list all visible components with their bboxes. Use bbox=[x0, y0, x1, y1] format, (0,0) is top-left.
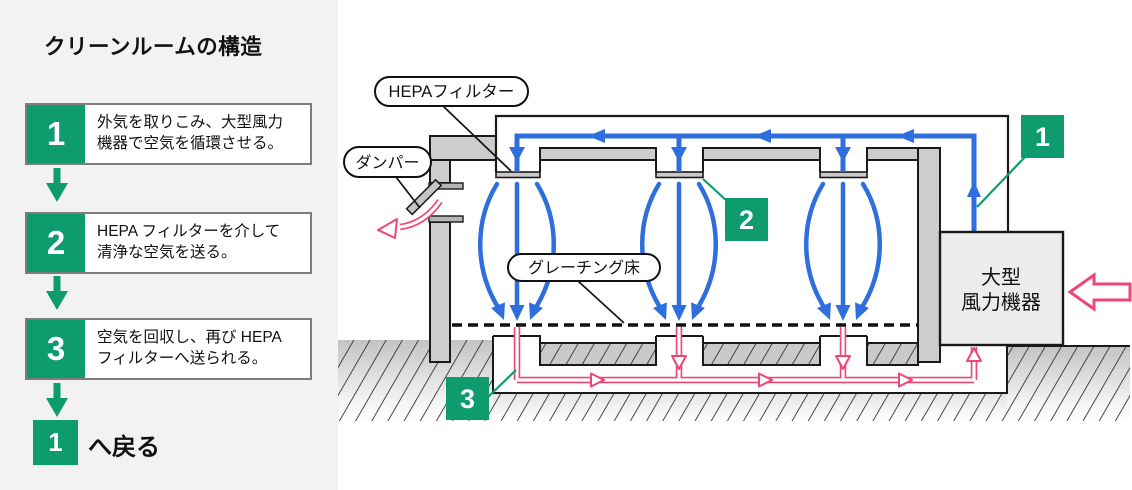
grating-floor-callout bbox=[507, 253, 661, 282]
return-step-label: へ戻る bbox=[88, 434, 160, 461]
supply-airflow bbox=[478, 129, 981, 321]
sidebar: クリーンルームの構造 1 外気を取りこみ、大型風力 機器で空気を循環させる。 2… bbox=[0, 0, 338, 490]
badge-3-label: 3 bbox=[460, 384, 475, 414]
machine-box: 大型 風力機器 bbox=[938, 230, 1065, 347]
room-structure bbox=[429, 135, 941, 363]
step-2: 2 HEPA フィルターを介して 清浄な空気を送る。 bbox=[25, 212, 312, 274]
blue-arrow-left-icon bbox=[897, 129, 914, 143]
badge-2-label: 2 bbox=[739, 205, 754, 235]
step-1-line2: 機器で空気を循環させる。 bbox=[97, 135, 284, 152]
pink-arrow-up-icon bbox=[966, 347, 982, 362]
pink-arrow-down-icon bbox=[835, 355, 851, 370]
page-title: クリーンルームの構造 bbox=[44, 35, 263, 59]
callouts: HEPAフィルター ダンパー グレーチング床 bbox=[343, 76, 661, 282]
step-2-number: 2 bbox=[27, 214, 85, 272]
flow-down-arrow-icon bbox=[46, 168, 68, 202]
badge-2 bbox=[725, 198, 768, 241]
return-step-number: 1 bbox=[33, 420, 78, 465]
machine-label-line1: 大型 bbox=[981, 266, 1021, 289]
badge-1 bbox=[1021, 115, 1064, 158]
blue-arrow-left-icon bbox=[754, 129, 771, 143]
stream-arrowheads bbox=[491, 302, 869, 321]
hepa-filters bbox=[495, 171, 868, 179]
callout-leaders bbox=[395, 105, 625, 324]
damper-opening-caps bbox=[428, 182, 464, 223]
step-3-line2: フィルターへ送られる。 bbox=[97, 350, 268, 367]
badge-leaders bbox=[485, 156, 1026, 400]
flow-down-arrow-icon bbox=[46, 383, 68, 417]
step-3: 3 空気を回収し、再び HEPA フィルターへ送られる。 bbox=[25, 318, 312, 380]
step-1-number: 1 bbox=[27, 105, 85, 163]
step-2-line1: HEPA フィルターを介して bbox=[97, 223, 281, 241]
step-1-text: 外気を取りこみ、大型風力 機器で空気を循環させる。 bbox=[85, 105, 310, 163]
return-airflow bbox=[513, 327, 982, 388]
damper bbox=[377, 178, 443, 239]
blue-arrow-down-icon bbox=[509, 147, 525, 162]
exhaust-arrow-icon bbox=[377, 218, 398, 239]
hepa-filter-1 bbox=[495, 171, 541, 179]
step-3-number: 3 bbox=[27, 320, 85, 378]
badge-1-label: 1 bbox=[1035, 122, 1050, 152]
grating-floor-callout-label: グレーチング床 bbox=[528, 259, 640, 277]
step-1: 1 外気を取りこみ、大型風力 機器で空気を循環させる。 bbox=[25, 103, 312, 165]
air-streams bbox=[478, 181, 882, 315]
blue-arrow-left-icon bbox=[588, 129, 605, 143]
flow-down-arrow-icon bbox=[46, 276, 68, 310]
blue-arrow-up-icon bbox=[967, 181, 981, 197]
step-2-text: HEPA フィルターを介して 清浄な空気を送る。 bbox=[85, 214, 310, 272]
badges: 1 2 3 bbox=[446, 115, 1064, 420]
pink-arrow-down-icon bbox=[671, 355, 687, 370]
damper-callout bbox=[343, 146, 432, 178]
step-1-line1: 外気を取りこみ、大型風力 bbox=[97, 114, 284, 132]
badge-3 bbox=[446, 377, 489, 420]
pink-arrow-right-icon bbox=[758, 372, 773, 388]
step-2-line2: 清浄な空気を送る。 bbox=[97, 244, 237, 261]
intake-arrow-icon bbox=[1067, 272, 1132, 312]
step-3-text: 空気を回収し、再び HEPA フィルターへ送られる。 bbox=[85, 320, 310, 378]
machine-label-line2: 風力機器 bbox=[961, 291, 1041, 314]
hepa-filter-3 bbox=[819, 171, 868, 179]
blue-arrow-down-icon bbox=[835, 147, 851, 162]
filter-notches bbox=[539, 160, 868, 172]
blue-arrow-down-icon bbox=[671, 147, 687, 162]
step-3-line1: 空気を回収し、再び HEPA bbox=[97, 329, 282, 347]
blue-duct-arrows bbox=[509, 129, 981, 197]
pink-arrow-right-icon bbox=[898, 372, 913, 388]
hepa-filter-2 bbox=[655, 171, 704, 179]
pink-arrow-right-icon bbox=[590, 372, 605, 388]
damper-callout-label: ダンパー bbox=[355, 154, 419, 172]
hepa-filter-callout bbox=[374, 76, 529, 107]
hepa-filter-callout-label: HEPAフィルター bbox=[389, 82, 515, 101]
